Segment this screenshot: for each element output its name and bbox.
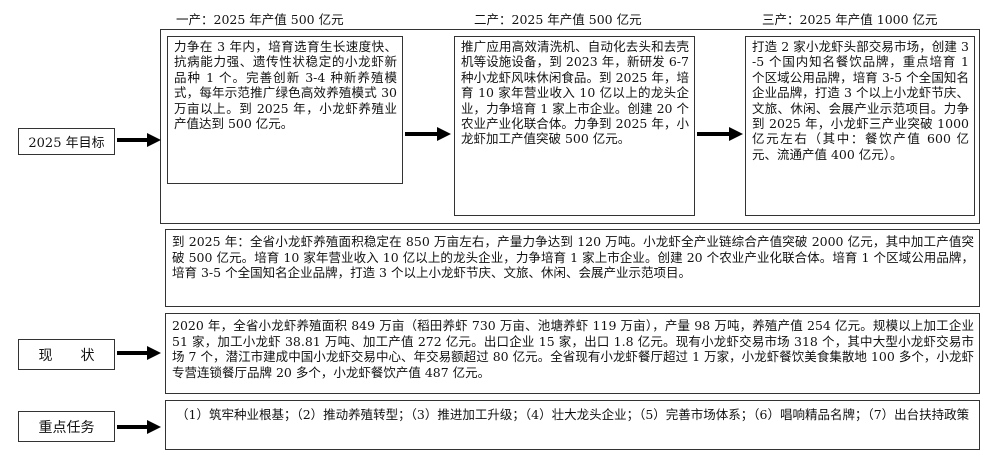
target-2025-label: 2025 年目标 bbox=[18, 128, 115, 155]
secondary-industry-box: 推广应用高效清洗机、自动化去头和去壳机等设施设备，到 2023 年，新研发 6-… bbox=[454, 36, 695, 216]
arrow-right-icon bbox=[117, 420, 161, 434]
tertiary-industry-title: 三产：2025 年产值 1000 亿元 bbox=[762, 12, 938, 27]
arrow-right-icon bbox=[117, 133, 161, 147]
arrow-right-icon bbox=[117, 346, 161, 360]
arrow-right-icon bbox=[405, 127, 451, 141]
primary-industry-box: 力争在 3 年内，培育选育生长速度快、抗病能力强、遗传性状稳定的小龙虾新品种 1… bbox=[167, 36, 403, 184]
primary-industry-title: 一产：2025 年产值 500 亿元 bbox=[176, 12, 344, 27]
arrow-right-icon bbox=[697, 127, 743, 141]
current-status-text: 2020 年，全省小龙虾养殖面积 849 万亩（稻田养虾 730 万亩、池塘养虾… bbox=[165, 313, 980, 394]
target-2025-summary: 到 2025 年：全省小龙虾养殖面积稳定在 850 万亩左右，产量力争达到 12… bbox=[165, 229, 980, 307]
targets-breakdown-frame: 力争在 3 年内，培育选育生长速度快、抗病能力强、遗传性状稳定的小龙虾新品种 1… bbox=[160, 29, 980, 224]
secondary-industry-title: 二产：2025 年产值 500 亿元 bbox=[474, 12, 642, 27]
tertiary-industry-box: 打造 2 家小龙虾头部交易市场，创建 3-5 个国内知名餐饮品牌，重点培育 1 … bbox=[745, 36, 975, 216]
key-tasks-text: （1）筑牢种业根基；（2）推动养殖转型；（3）推进加工升级；（4）壮大龙头企业；… bbox=[165, 400, 980, 450]
key-tasks-label: 重点任务 bbox=[18, 411, 115, 442]
current-status-label: 现 状 bbox=[18, 339, 115, 370]
